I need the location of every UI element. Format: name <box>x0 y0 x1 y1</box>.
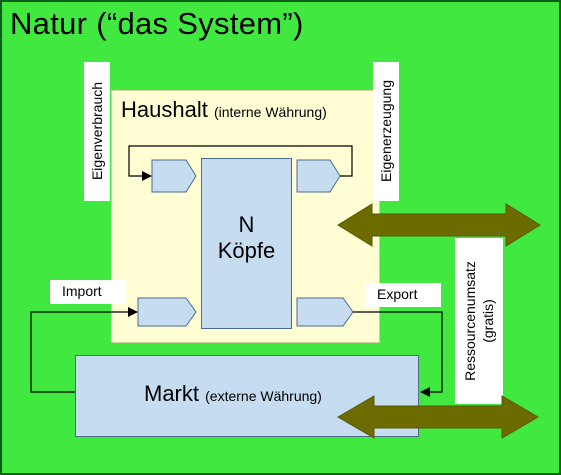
household-title: Haushalt (interne Währung) <box>121 97 327 123</box>
heads-box <box>201 158 292 329</box>
resource-turnover-label-box <box>455 238 503 404</box>
heads-label: N Köpfe <box>201 212 292 264</box>
nature-title: Natur (“das System”) <box>10 6 304 41</box>
market-title-sub: (externe Währung) <box>205 388 322 404</box>
own-consumption-label-box <box>84 62 110 201</box>
heads-word: Köpfe <box>217 238 276 263</box>
output-port-export <box>296 297 354 327</box>
export-connector <box>353 311 443 397</box>
own-loop-connector <box>128 145 353 181</box>
import-label-box <box>50 280 126 304</box>
import-label: Import <box>62 283 102 299</box>
resource-arrow-upper <box>337 203 541 247</box>
market-title-main: Markt <box>144 381 199 406</box>
resource-arrow-lower <box>337 395 539 439</box>
household-title-main: Haushalt <box>121 97 208 122</box>
export-label-box <box>365 283 441 307</box>
export-label: Export <box>377 286 418 302</box>
own-production-label-box <box>373 62 399 201</box>
input-port-top <box>151 159 197 193</box>
import-connector <box>30 307 138 393</box>
market-title: Markt (externe Währung) <box>144 381 322 407</box>
output-port-top <box>296 159 341 193</box>
household-title-sub: (interne Währung) <box>213 104 327 120</box>
heads-count: N <box>238 212 255 237</box>
input-port-import <box>137 297 197 327</box>
